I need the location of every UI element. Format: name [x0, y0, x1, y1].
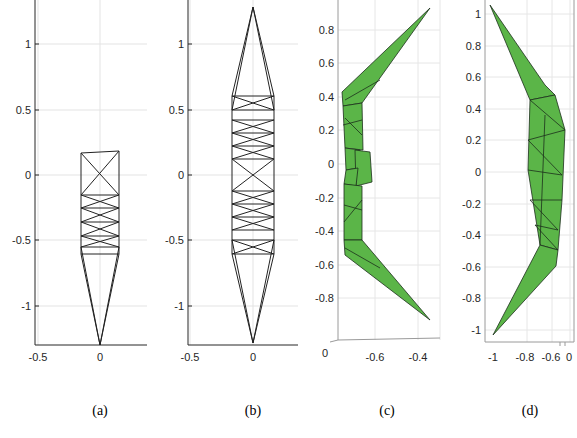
tick-label: -1 — [21, 300, 31, 312]
tick-label: 0.5 — [169, 104, 184, 116]
tick-label: -0.6 — [315, 259, 334, 271]
panel-d-axes — [485, 0, 574, 342]
truss-a — [81, 151, 119, 345]
tick-label: -0.8 — [462, 292, 481, 304]
tick-label: 0 — [475, 166, 481, 178]
tick-label: -0.5 — [165, 234, 184, 246]
panel-b-frame — [188, 0, 298, 345]
tick-label: -0.2 — [462, 198, 481, 210]
tick-label: -0.5 — [29, 351, 48, 363]
surface-d — [490, 5, 565, 335]
tick-label: 0.8 — [466, 40, 481, 52]
tick-label: 0.4 — [466, 103, 481, 115]
tick-label: 0 — [566, 351, 572, 363]
tick-label: 0.2 — [319, 124, 334, 136]
truss-b — [232, 7, 274, 343]
tick-label: 0 — [250, 351, 256, 363]
tick-label: 0.5 — [16, 104, 31, 116]
tick-label: -1 — [174, 300, 184, 312]
tick-label: 0 — [178, 169, 184, 181]
tick-label: -0.5 — [181, 351, 200, 363]
tick-label: -1 — [488, 351, 498, 363]
tick-label: 0 — [25, 169, 31, 181]
tick-label: 0.8 — [319, 24, 334, 36]
panel-caption: (c) — [379, 403, 395, 418]
tick-label: 0 — [328, 158, 334, 170]
panel-caption: (a) — [92, 403, 108, 418]
panel-caption: (b) — [245, 403, 261, 418]
tick-label: -0.8 — [516, 351, 535, 363]
tick-label: -0.4 — [409, 351, 428, 363]
panel-c-frame — [330, 0, 440, 342]
tick-label: 1 — [178, 38, 184, 50]
tick-label: -0.8 — [315, 292, 334, 304]
tick-label: 1 — [475, 8, 481, 20]
tick-label: -0.5 — [12, 234, 31, 246]
tick-label: 1 — [25, 38, 31, 50]
panel-caption: (d) — [522, 403, 538, 418]
tick-label: -0.4 — [315, 225, 334, 237]
tick-label: -0.6 — [366, 351, 385, 363]
tick-label: 0.6 — [319, 57, 334, 69]
panel-d-frame — [485, 0, 574, 346]
tick-label: 0 — [97, 351, 103, 363]
panel-a-axes — [35, 0, 147, 345]
tick-label: 0 — [322, 347, 328, 359]
tick-label: -0.6 — [462, 261, 481, 273]
panel-a-frame — [35, 0, 147, 345]
tick-label: -1 — [471, 324, 481, 336]
tick-label: 0.2 — [466, 134, 481, 146]
tick-label: 0.6 — [466, 71, 481, 83]
tick-label: -0.6 — [542, 351, 561, 363]
tick-label: -0.2 — [315, 192, 334, 204]
surface-c — [342, 8, 430, 320]
panel-c-axes — [338, 0, 440, 340]
panel-b-axes — [188, 0, 298, 345]
tick-label: -0.4 — [462, 229, 481, 241]
tick-label: 0.4 — [319, 91, 334, 103]
